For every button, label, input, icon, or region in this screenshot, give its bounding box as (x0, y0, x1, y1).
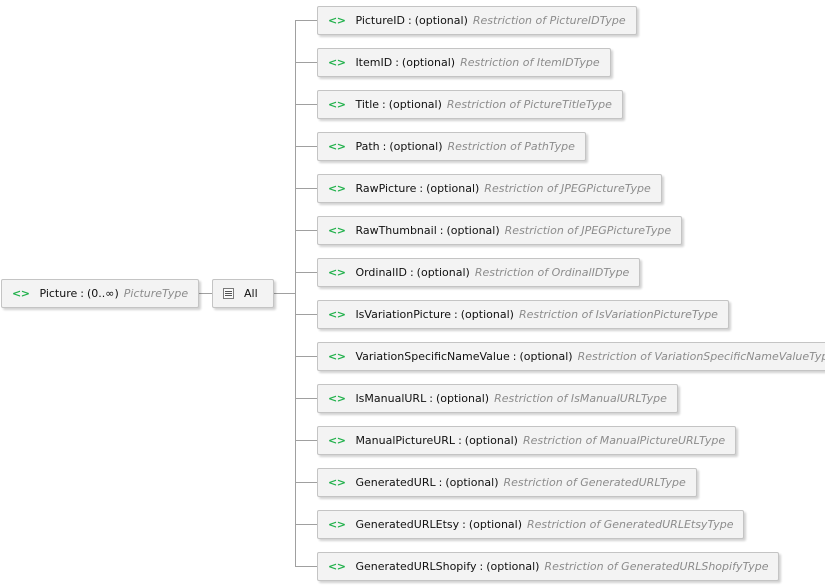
child-element-name: GeneratedURLEtsy (355, 518, 460, 531)
child-cardinality: (optional) (486, 560, 540, 573)
root-cardinality: (0..∞) (87, 287, 119, 300)
child-type: Restriction of GeneratedURLEtsyType (527, 518, 734, 531)
child-type: Restriction of IsVariationPictureType (518, 308, 718, 321)
all-compositor-label: All (244, 287, 258, 300)
child-cardinality: (optional) (389, 140, 443, 153)
child-element-node[interactable]: <> ManualPictureURL:(optional) Restriction… (317, 426, 737, 455)
separator: : (458, 434, 462, 447)
separator: : (80, 287, 84, 300)
child-type: Restriction of GeneratedURLType (503, 476, 686, 489)
child-type: Restriction of ItemIDType (460, 56, 600, 69)
child-type: Restriction of PictureIDType (472, 14, 626, 27)
separator: : (382, 98, 386, 111)
child-element-name: IsVariationPicture (355, 308, 452, 321)
element-icon: <> (12, 287, 30, 300)
child-element-name: RawThumbnail (355, 224, 437, 237)
separator: : (419, 182, 424, 195)
child-element-name: GeneratedURL (355, 476, 436, 489)
child-element-name: OrdinalID (355, 266, 407, 279)
element-icon: <> (328, 98, 346, 111)
root-type: PictureType (123, 287, 189, 300)
child-element-name: VariationSpecificNameValue (355, 350, 510, 363)
child-cardinality: (optional) (401, 56, 456, 69)
separator: : (454, 308, 458, 321)
child-type: Restriction of VariationSpecificNameValu… (577, 350, 825, 363)
element-icon: <> (328, 140, 346, 153)
element-icon: <> (328, 266, 346, 279)
child-type: Restriction of IsManualURLType (494, 392, 667, 405)
child-cardinality: (optional) (416, 266, 470, 279)
child-element-node[interactable]: <> IsManualURL:(optional) Restriction of I… (317, 384, 678, 413)
element-icon: <> (328, 518, 346, 531)
element-icon: <> (328, 308, 346, 321)
child-type: Restriction of PictureTitleType (446, 98, 612, 111)
child-element-name: RawPicture (355, 182, 417, 195)
child-element-name: IsManualURL (355, 392, 427, 405)
child-cardinality: (optional) (414, 14, 468, 27)
root-element-name: Picture (39, 287, 78, 300)
child-element-node[interactable]: <> IsVariationPicture:(optional) Restricti… (317, 300, 729, 329)
child-element-name: ManualPictureURL (355, 434, 456, 447)
child-element-node[interactable]: <> Title:(optional) Restriction of Picture… (317, 90, 623, 119)
child-cardinality: (optional) (426, 182, 480, 195)
child-type: Restriction of JPEGPictureType (484, 182, 651, 195)
element-icon: <> (328, 476, 346, 489)
separator: : (439, 224, 444, 237)
element-icon: <> (328, 14, 346, 27)
separator: : (382, 140, 387, 153)
element-icon: <> (328, 350, 346, 363)
child-element-name: ItemID (355, 56, 393, 69)
child-type: Restriction of ManualPictureURLType (522, 434, 726, 447)
child-cardinality: (optional) (519, 350, 573, 363)
child-element-node[interactable]: <> VariationSpecificNameValue:(optional) R… (317, 342, 825, 371)
child-element-node[interactable]: <> OrdinalID:(optional) Restriction of Ord… (317, 258, 641, 287)
child-type: Restriction of JPEGPictureType (504, 224, 672, 237)
separator: : (409, 266, 414, 279)
all-compositor-node[interactable]: All (212, 279, 274, 308)
child-element-node[interactable]: <> RawPicture:(optional) Restriction of JP… (317, 174, 662, 203)
child-cardinality: (optional) (460, 308, 514, 321)
child-cardinality: (optional) (468, 518, 523, 531)
child-cardinality: (optional) (445, 476, 499, 489)
element-icon: <> (328, 224, 346, 237)
root-element-node[interactable]: <> Picture : (0..∞) PictureType (1, 279, 200, 308)
child-type: Restriction of OrdinalIDType (474, 266, 630, 279)
element-icon: <> (328, 56, 346, 69)
child-element-name: PictureID (355, 14, 405, 27)
all-compositor-icon (223, 288, 234, 299)
separator: : (512, 350, 517, 363)
child-cardinality: (optional) (388, 98, 442, 111)
separator: : (462, 518, 466, 531)
child-element-node[interactable]: <> ItemID:(optional) Restriction of ItemID… (317, 48, 611, 77)
separator: : (407, 14, 412, 27)
child-cardinality: (optional) (464, 434, 518, 447)
child-type: Restriction of GeneratedURLShopifyType (544, 560, 769, 573)
separator: : (438, 476, 443, 489)
child-element-node[interactable]: <> GeneratedURL:(optional) Restriction of … (317, 468, 697, 497)
child-element-node[interactable]: <> PictureID:(optional) Restriction of Pic… (317, 6, 637, 35)
child-element-node[interactable]: <> GeneratedURLShopify:(optional) Restrict… (317, 552, 780, 581)
child-cardinality: (optional) (435, 392, 490, 405)
child-element-node[interactable]: <> GeneratedURLEtsy:(optional) Restriction… (317, 510, 745, 539)
child-cardinality: (optional) (446, 224, 500, 237)
child-element-node[interactable]: <> Path:(optional) Restriction of PathType (317, 132, 586, 161)
element-icon: <> (328, 182, 346, 195)
element-icon: <> (328, 560, 346, 573)
child-element-node[interactable]: <> RawThumbnail:(optional) Restriction of … (317, 216, 683, 245)
child-element-name: GeneratedURLShopify (355, 560, 477, 573)
element-icon: <> (328, 434, 346, 447)
separator: : (479, 560, 484, 573)
element-icon: <> (328, 392, 346, 405)
separator: : (429, 392, 433, 405)
child-element-name: Path (355, 140, 380, 153)
child-element-name: Title (355, 98, 380, 111)
child-type: Restriction of PathType (447, 140, 575, 153)
separator: : (395, 56, 399, 69)
